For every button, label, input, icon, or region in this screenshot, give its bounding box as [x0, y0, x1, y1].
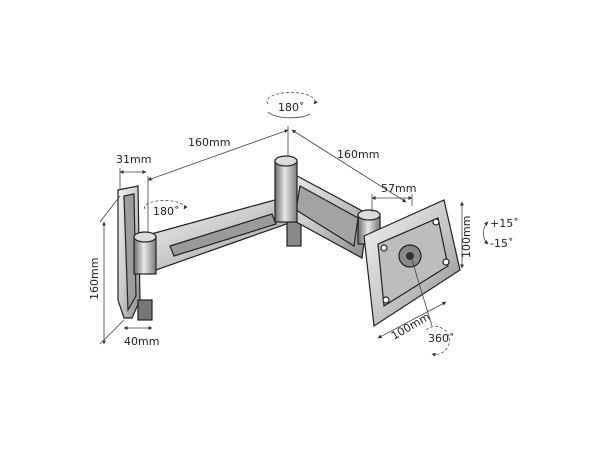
label-wall-rotation: 180˚: [153, 205, 180, 218]
label-plate-height: 160mm: [88, 258, 101, 300]
label-tilt-down: -15˚: [490, 237, 513, 250]
wall-plate: [117, 185, 153, 321]
label-vesa-width: 100mm: [389, 310, 432, 342]
label-head-depth: 57mm: [381, 182, 416, 195]
label-wall-offset: 31mm: [116, 153, 151, 166]
label-vesa-height: 100mm: [460, 216, 473, 258]
label-arm2-length: 160mm: [337, 148, 379, 161]
label-top-rotation: 180˚: [278, 101, 305, 114]
label-tilt-up: +15˚: [490, 217, 519, 230]
wall-pivot-cylinder: [133, 231, 157, 275]
label-plate-width: 40mm: [124, 335, 159, 348]
rotation-symbols: [144, 92, 489, 357]
dimension-lines: [99, 126, 464, 345]
label-screen-rotation: 360˚: [428, 332, 455, 345]
label-arm1-length: 160mm: [188, 136, 230, 149]
